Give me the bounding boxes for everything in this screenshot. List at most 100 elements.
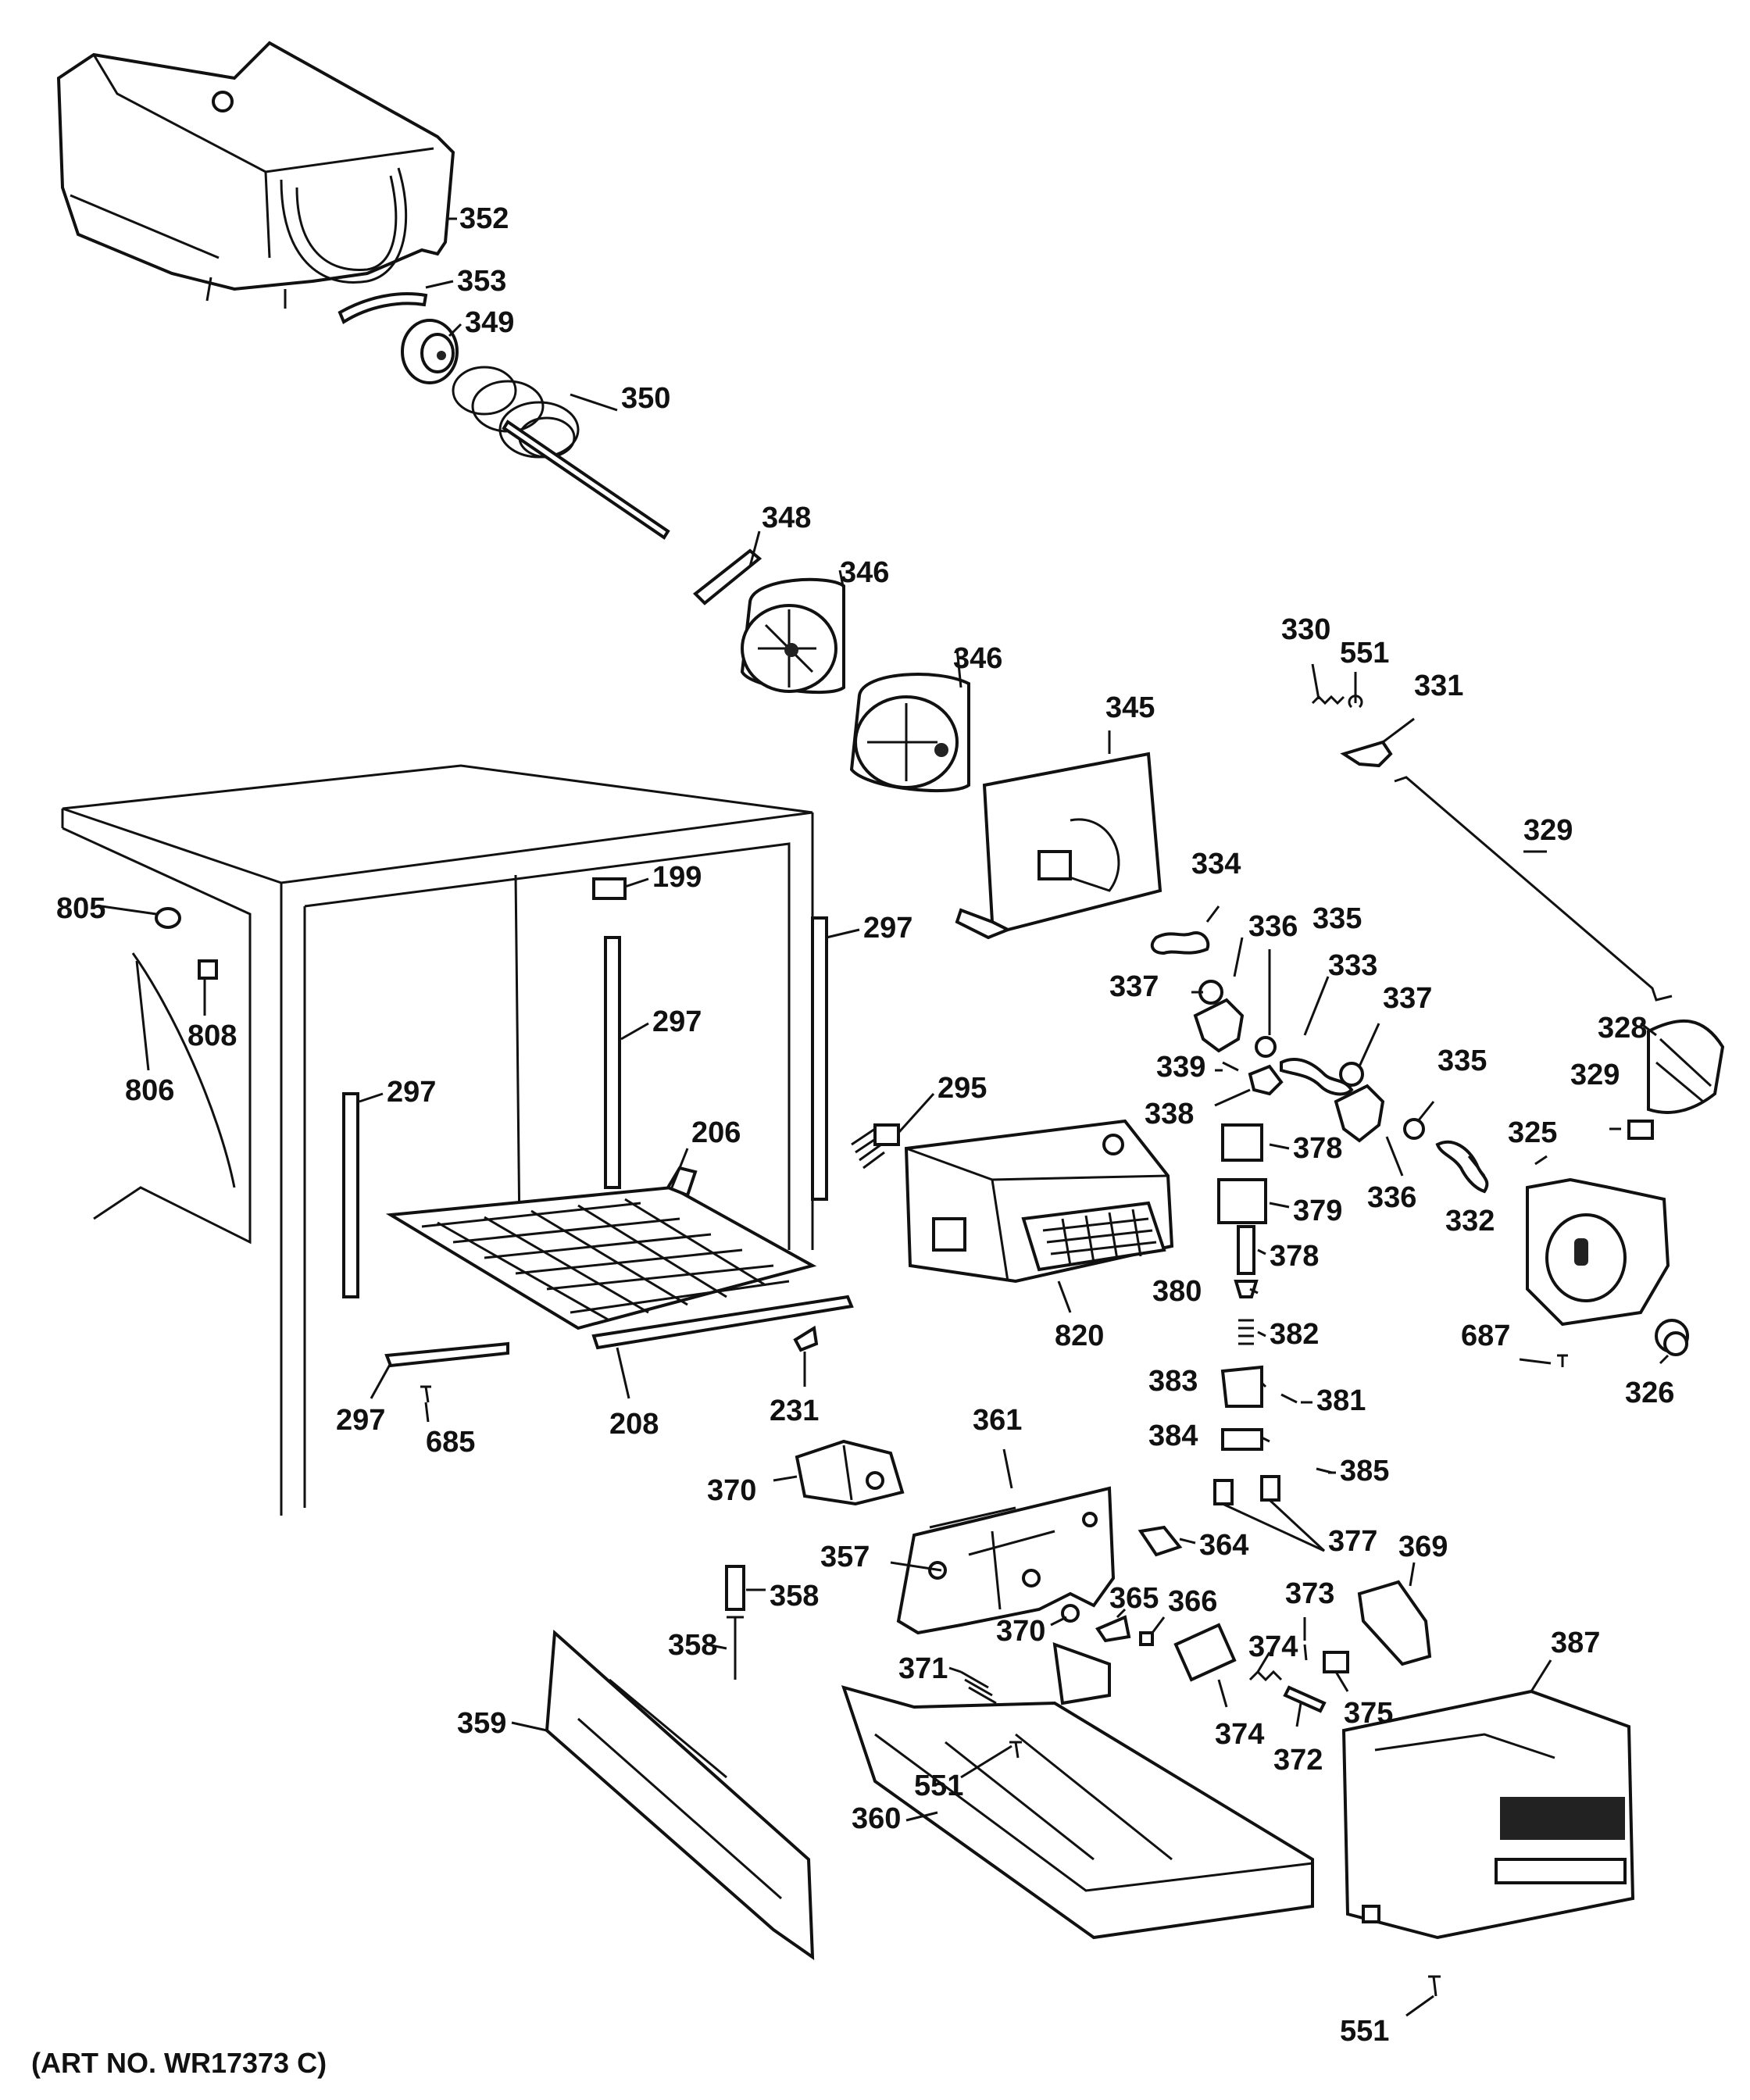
label-360: 360 [852,1802,901,1835]
label-335b: 335 [1438,1045,1487,1077]
label-350: 350 [621,382,670,415]
ice-maker-assembly-part [904,1119,1174,1284]
clip-part-805 [155,907,181,929]
gasket-part-806 [131,952,236,1188]
auger-motor-part [795,1439,905,1506]
label-208: 208 [609,1408,659,1441]
label-329a: 329 [1523,814,1573,847]
label-551b: 551 [914,1770,963,1802]
label-375: 375 [1344,1697,1393,1730]
label-358b: 358 [668,1629,717,1662]
label-365: 365 [1109,1582,1159,1615]
label-361: 361 [973,1404,1022,1437]
leader-lines [101,217,1670,2017]
bearing-part [401,319,459,384]
shelf-support-part-right [811,916,828,1201]
label-373: 373 [1285,1577,1334,1610]
label-231: 231 [770,1395,819,1427]
label-685: 685 [426,1426,475,1459]
drawer-tray-part [841,1642,1314,1940]
screw-part-551c [1428,1975,1441,1997]
label-297a: 297 [863,912,912,945]
housing-part-383 [1220,1365,1263,1408]
label-384: 384 [1148,1420,1198,1452]
spacer-part-358 [725,1565,745,1611]
bracket-part-377b [1260,1475,1280,1502]
label-379: 379 [1293,1195,1342,1227]
label-383: 383 [1148,1365,1198,1398]
front-panel-part-tab [577,1678,782,1900]
label-378b: 378 [1270,1240,1319,1273]
bracket-part-369 [1357,1580,1432,1666]
label-330: 330 [1281,613,1330,646]
label-337b: 337 [1383,982,1432,1015]
bushing-part-335a [1255,1036,1277,1058]
motor-bracket-part [1647,1019,1725,1114]
wire-shelf-part [385,1166,817,1330]
label-335a: 335 [1312,902,1362,935]
switch-part-375 [1323,1651,1349,1673]
label-333: 333 [1328,949,1377,982]
coupler-part [692,548,762,605]
crusher-blade-part-lower [849,673,970,793]
screw-part-687 [1557,1354,1568,1367]
label-336b: 336 [1367,1181,1416,1214]
switch-block-part [1627,1120,1654,1140]
label-329b: 329 [1570,1059,1620,1091]
bucket-seal-part [338,292,428,324]
label-297d: 297 [336,1404,385,1437]
clip-part-231 [793,1325,819,1352]
crusher-blade-part-upper [740,577,845,695]
shelf-support-part-center [604,936,621,1189]
label-387: 387 [1551,1627,1600,1659]
label-337a: 337 [1109,970,1159,1003]
cabinet-part [61,764,814,1516]
label-551a: 551 [1340,637,1389,670]
spring-part-382 [1238,1319,1254,1345]
label-346b: 346 [953,642,1002,675]
cam-part-365 [1095,1615,1131,1643]
label-808: 808 [188,1020,237,1052]
bushing-part-337b [1339,1062,1364,1087]
label-328: 328 [1598,1012,1647,1045]
label-295: 295 [938,1072,987,1105]
label-348: 348 [762,502,811,534]
label-326: 326 [1625,1377,1674,1409]
label-380: 380 [1152,1275,1202,1308]
label-378a: 378 [1293,1132,1342,1165]
harness-part-371 [960,1670,997,1705]
crank-part-332 [1435,1140,1489,1194]
label-820: 820 [1055,1320,1104,1352]
shelf-support-part-left [342,1092,359,1298]
solenoid-frame-part [1221,1123,1263,1162]
label-331: 331 [1414,670,1463,702]
label-374a: 374 [1248,1630,1298,1663]
label-371: 371 [898,1652,948,1685]
label-370b: 370 [996,1615,1045,1648]
callout-labels: 352 353 349 350 348 346 346 345 330 551 … [56,202,1674,2048]
bucket-cover-part [1341,1689,1635,1940]
knob-part [1655,1319,1689,1356]
label-206: 206 [691,1116,741,1149]
label-366: 366 [1168,1585,1217,1618]
label-806: 806 [125,1074,174,1107]
label-381: 381 [1316,1384,1366,1417]
plate-part-374 [1173,1623,1237,1682]
art-number-caption: (ART NO. WR17373 C) [31,2047,327,2079]
bushing-part-337a [1198,980,1223,1005]
clip-part-364 [1138,1525,1183,1557]
arm-part-338 [1248,1064,1284,1096]
label-336a: 336 [1248,910,1298,943]
screw-part-373 [1303,1644,1308,1661]
label-369: 369 [1398,1530,1448,1563]
label-357: 357 [820,1541,870,1573]
motor-housing-part [1526,1177,1670,1327]
label-332: 332 [1445,1205,1495,1238]
label-687: 687 [1461,1320,1510,1352]
wire-harness-part [851,1123,900,1170]
bushing-part-335b [1403,1118,1425,1140]
plug-part-808 [198,959,218,980]
solenoid-coil-part [1217,1178,1267,1224]
crank-part-333 [1280,1058,1354,1096]
label-199: 199 [652,861,702,894]
